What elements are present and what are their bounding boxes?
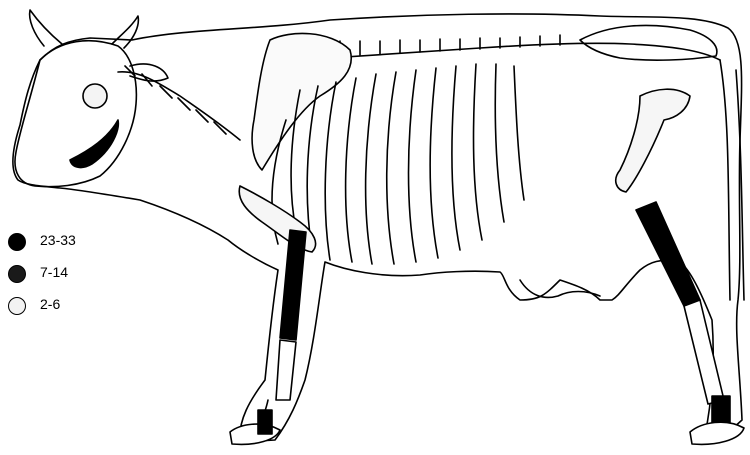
left-horn <box>30 10 62 46</box>
mandible <box>70 120 118 167</box>
legend-item: 7-14 <box>6 262 86 294</box>
legend: 23-33 7-14 2-6 <box>6 230 86 326</box>
hind-hoof <box>690 422 744 444</box>
udder <box>520 280 600 297</box>
legend-label: 7-14 <box>40 264 68 280</box>
femur <box>616 89 690 192</box>
atlas-bone <box>83 84 107 108</box>
legend-label: 23-33 <box>40 232 76 248</box>
cow-body-outline <box>13 14 742 442</box>
legend-item: 23-33 <box>6 230 86 262</box>
right-horn <box>112 16 138 48</box>
legend-marker-medium-icon <box>8 265 26 283</box>
fore-phalanx <box>258 410 272 434</box>
legend-item: 2-6 <box>6 294 86 326</box>
scapula <box>252 33 351 170</box>
legend-label: 2-6 <box>40 296 60 312</box>
foreleg-lower <box>276 340 296 400</box>
legend-marker-light-icon <box>8 297 26 315</box>
tibia <box>636 202 700 306</box>
legend-marker-dark-icon <box>8 233 26 251</box>
thoracic-spine <box>300 43 720 60</box>
hind-cannon <box>684 300 724 404</box>
radius <box>280 230 306 340</box>
